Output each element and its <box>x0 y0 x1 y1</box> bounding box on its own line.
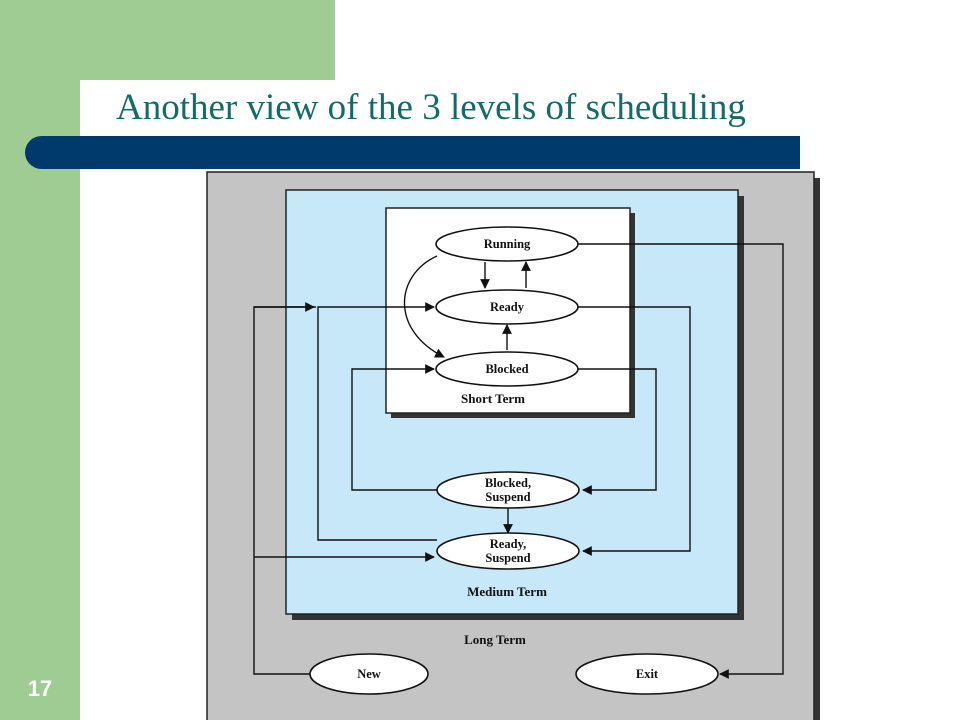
state-exit <box>575 653 719 695</box>
label-ready-suspend-line2: Suspend <box>485 551 530 565</box>
slide-number: 17 <box>27 676 53 701</box>
label-blocked-suspend-line2: Suspend <box>485 490 530 504</box>
slide-title: Another view of the 3 levels of scheduli… <box>116 87 746 128</box>
title-underline-bar <box>25 136 800 169</box>
label-blocked-suspend-line1: Blocked, <box>485 476 531 490</box>
label-medium-term: Medium Term <box>467 584 547 599</box>
state-ready-suspend <box>436 532 580 570</box>
label-exit: Exit <box>636 667 659 681</box>
transition-arrows <box>253 243 784 679</box>
sidebar-left-band <box>0 0 80 720</box>
label-new: New <box>357 667 381 681</box>
label-blocked: Blocked <box>485 362 528 376</box>
state-ready <box>435 289 579 325</box>
state-blocked <box>435 351 579 387</box>
state-new <box>309 653 429 695</box>
label-ready-suspend-line1: Ready, <box>490 537 526 551</box>
state-blocked-suspend <box>436 471 580 509</box>
label-long-term: Long Term <box>464 632 526 647</box>
state-running <box>435 226 579 262</box>
label-running: Running <box>484 237 531 251</box>
label-ready: Ready <box>490 300 525 314</box>
label-short-term: Short Term <box>461 391 525 406</box>
